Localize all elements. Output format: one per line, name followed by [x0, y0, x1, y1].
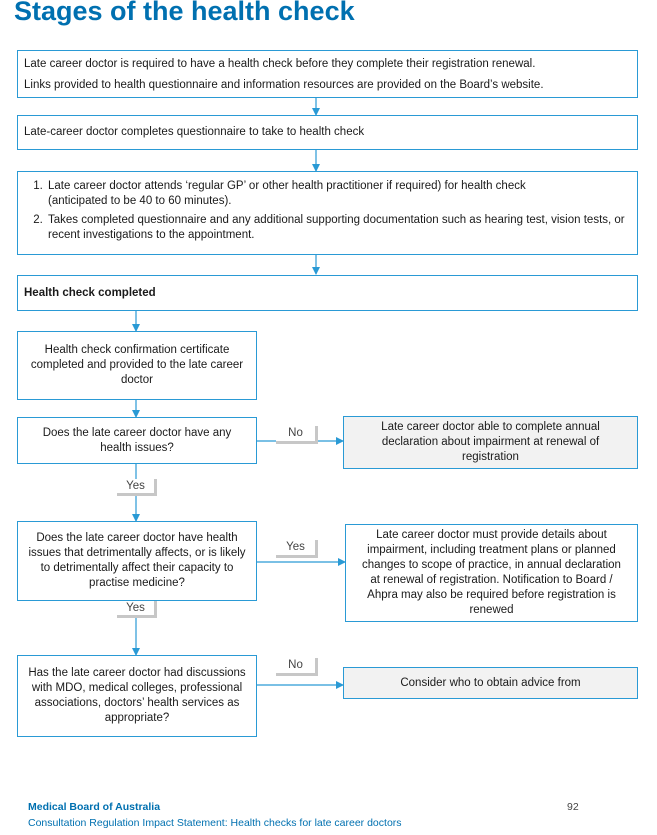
outcome-annual-declaration: Late career doctor able to complete annu… — [343, 416, 638, 469]
outcome-provide-impairment-details-text: Late career doctor must provide details … — [362, 529, 621, 616]
step-complete-questionnaire-text: Late-career doctor completes questionnai… — [24, 126, 365, 138]
decision-health-issues-text: Does the late career doctor have any hea… — [42, 426, 232, 454]
outcome-annual-declaration-text: Late career doctor able to complete annu… — [381, 421, 600, 463]
step-registration-requirement-text: Late career doctor is required to have a… — [24, 57, 536, 70]
step-attend-health-check: Late career doctor attends ‘regular GP’ … — [17, 171, 638, 255]
decision-health-issues: Does the late career doctor have any hea… — [17, 417, 257, 464]
list-item: Takes completed questionnaire and any ad… — [46, 213, 627, 243]
decision-health-issues-yes-label: Yes — [117, 479, 157, 496]
page-title: Stages of the health check — [14, 0, 355, 26]
step-confirmation-certificate-text: Health check confirmation certificate co… — [30, 344, 244, 386]
decision-capacity-to-practise: Does the late career doctor have health … — [17, 521, 257, 601]
step-health-check-completed-text: Health check completed — [24, 286, 156, 299]
step-confirmation-certificate: Health check confirmation certificate co… — [17, 331, 257, 400]
decision-discussions-text: Has the late career doctor had discussio… — [28, 667, 246, 724]
step-complete-questionnaire: Late-career doctor completes questionnai… — [17, 115, 638, 150]
footer-document-title: Consultation Regulation Impact Statement… — [28, 817, 402, 829]
decision-capacity-to-practise-text: Does the late career doctor have health … — [28, 532, 246, 589]
page-number: 92 — [567, 801, 579, 813]
outcome-provide-impairment-details: Late career doctor must provide details … — [345, 524, 638, 622]
decision-health-issues-no-label: No — [276, 426, 318, 444]
step-registration-requirement-links: Links provided to health questionnaire a… — [24, 78, 544, 91]
footer-organisation: Medical Board of Australia — [28, 801, 161, 813]
list-item: Late career doctor attends ‘regular GP’ … — [46, 179, 627, 209]
decision-capacity-yes-right-label: Yes — [276, 540, 318, 558]
list-item-text: Late career doctor attends ‘regular GP’ … — [48, 180, 526, 192]
decision-discussions: Has the late career doctor had discussio… — [17, 655, 257, 737]
outcome-consider-advice-text: Consider who to obtain advice from — [400, 676, 581, 689]
decision-capacity-yes-down-label: Yes — [117, 601, 157, 618]
step-registration-requirement: Late career doctor is required to have a… — [17, 50, 638, 98]
health-check-steps-list: Late career doctor attends ‘regular GP’ … — [18, 179, 627, 247]
list-item-subtext: (anticipated to be 40 to 60 minutes). — [48, 195, 232, 207]
decision-discussions-no-label: No — [276, 658, 318, 676]
step-health-check-completed: Health check completed — [17, 275, 638, 311]
list-item-text: Takes completed questionnaire and any ad… — [48, 214, 625, 241]
outcome-consider-advice: Consider who to obtain advice from — [343, 667, 638, 699]
